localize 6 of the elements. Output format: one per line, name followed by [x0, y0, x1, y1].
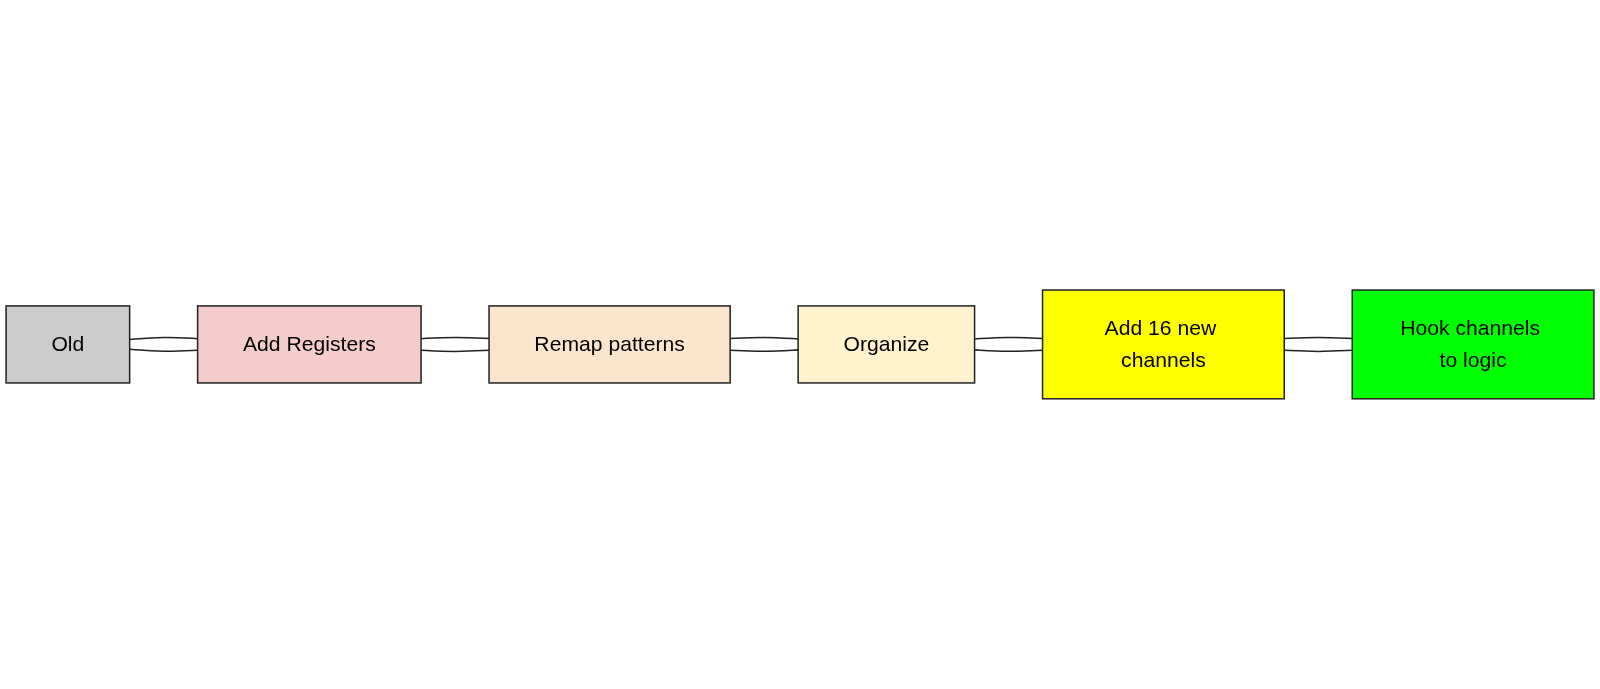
node-box: Remap patterns [488, 305, 731, 384]
node-box: Organize [797, 305, 976, 384]
node-box: Old [5, 305, 131, 384]
node-box: Hook channels to logic [1351, 289, 1595, 400]
node-box: Add Registers [196, 305, 422, 384]
node-box: Add 16 new channels [1041, 289, 1285, 400]
